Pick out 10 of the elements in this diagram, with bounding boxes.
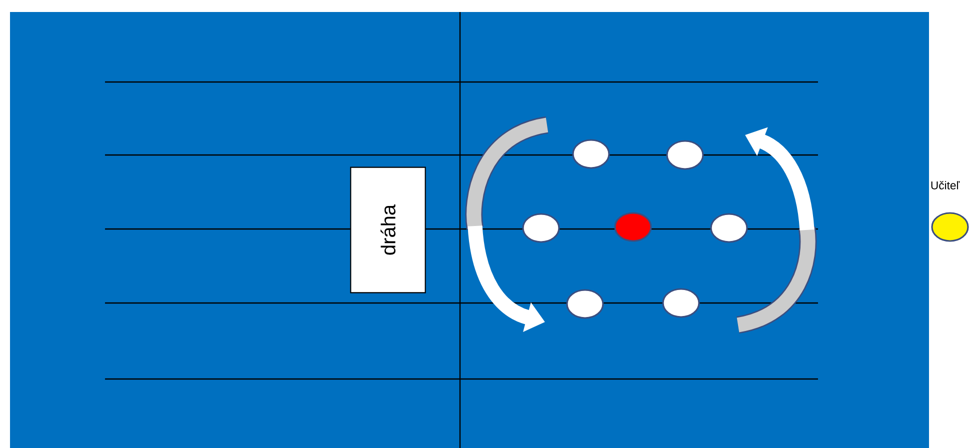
teacher-marker — [931, 212, 969, 242]
player-marker — [572, 139, 610, 169]
player-marker — [566, 289, 604, 319]
lane-label-box: dráha — [350, 166, 426, 294]
player-marker — [666, 140, 704, 170]
teacher-label: Učiteľ — [931, 181, 960, 190]
player-marker — [614, 212, 652, 242]
player-marker — [710, 213, 748, 243]
player-marker — [662, 288, 700, 318]
player-marker — [522, 213, 560, 243]
